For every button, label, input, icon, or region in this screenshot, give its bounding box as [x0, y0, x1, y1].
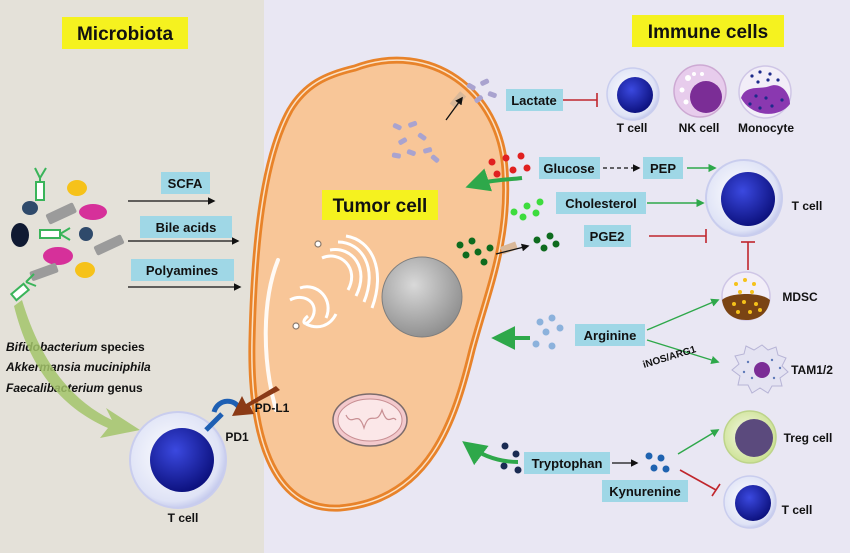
- pge2-inhibit: [649, 229, 707, 243]
- cholesterol-dots: [510, 198, 544, 221]
- kynurenine-label: Kynurenine: [609, 484, 681, 499]
- t-cell-bottom-right-label: T cell: [782, 503, 813, 517]
- scfa-label: SCFA: [168, 176, 203, 191]
- glucose-label: Glucose: [543, 161, 594, 176]
- glucose-uptake-arrow: [465, 168, 523, 192]
- arginine-label: Arginine: [584, 328, 637, 343]
- tam-label: TAM1/2: [791, 363, 833, 377]
- tam-cell: [731, 344, 789, 394]
- lactate-box: [506, 89, 563, 111]
- mdsc-cell: [721, 271, 771, 321]
- tumor-label: Tumor cell: [333, 196, 428, 217]
- lactate-label: Lactate: [511, 93, 557, 108]
- bile-acids-box: [140, 216, 232, 238]
- treg-cell: [723, 410, 777, 464]
- treg-label: Treg cell: [784, 431, 833, 445]
- bacteria-cluster: [9, 167, 125, 302]
- arginine-to-tam-arrow: [646, 339, 720, 365]
- t-cell-bottom-left: [129, 411, 227, 509]
- tryptophan-box: [524, 452, 610, 474]
- glucose-dots: [488, 152, 531, 178]
- microbiota-title-highlight: [62, 17, 188, 49]
- t-cell-top: [606, 67, 660, 121]
- lactate-dots-outside: [466, 78, 497, 103]
- tumor-label-highlight: [322, 190, 438, 220]
- kynurenine-box: [602, 480, 688, 502]
- t-cell-top-label: T cell: [617, 121, 648, 135]
- nk-cell: [673, 64, 727, 118]
- species-faecalibacterium: Faecalibacterium genus: [6, 381, 143, 395]
- coccus-yellow-icon: [67, 180, 87, 196]
- lactate-export-arrow: [445, 96, 463, 121]
- glucose-box: [539, 157, 600, 179]
- tumor-nucleus: [381, 256, 463, 338]
- t-cell-middle: [705, 159, 783, 237]
- microbiota-title: Microbiota: [77, 24, 173, 45]
- arginine-box: [575, 324, 645, 346]
- pd-l1-ligand-icon: [232, 386, 280, 416]
- pge2-export-arrow: [495, 243, 530, 255]
- coccus-pink-icon-2: [43, 247, 73, 265]
- rod-grey-icon: [45, 202, 77, 225]
- t-cell-bottom-left-label: T cell: [168, 511, 199, 525]
- coccus-blue-icon: [22, 201, 38, 215]
- pd1-label: PD1: [225, 430, 249, 444]
- scfa-box: [161, 172, 210, 194]
- pge2-dots-inside: [456, 237, 494, 266]
- golgi-apparatus: [289, 234, 379, 330]
- mdsc-inhibit: [741, 241, 755, 270]
- pep-label: PEP: [650, 161, 676, 176]
- tryptophan-uptake-arrow: [462, 441, 519, 466]
- monocyte-label: Monocyte: [738, 121, 794, 135]
- rod-grey-icon-2: [93, 234, 125, 256]
- lactate-inhibit: [563, 93, 598, 107]
- coccus-pink-icon: [79, 204, 107, 220]
- coccus-dark-icon: [11, 223, 29, 247]
- t-cell-bottom-right: [723, 475, 777, 529]
- immune-title: Immune cells: [648, 22, 768, 43]
- pd-l1-label: PD-L1: [255, 401, 290, 415]
- bacterium-tailed-icon-2: [9, 273, 37, 302]
- coccus-yellow-icon-2: [75, 262, 95, 278]
- nk-cell-label: NK cell: [679, 121, 720, 135]
- rod-grey-icon-3: [29, 263, 59, 281]
- pge2-label: PGE2: [590, 229, 625, 244]
- microbiota-to-tcell-arrow: [14, 300, 140, 438]
- bacterium-flagella-icon: [39, 227, 71, 241]
- pge2-dots-outside: [533, 232, 560, 252]
- kynurenine-inhibit: [679, 469, 721, 497]
- bile-acids-label: Bile acids: [156, 220, 217, 235]
- monocyte: [738, 65, 792, 119]
- cholesterol-box: [556, 192, 646, 214]
- cholesterol-label: Cholesterol: [565, 196, 637, 211]
- bacterium-tailed-icon: [34, 167, 47, 201]
- arginine-to-mdsc-arrow: [646, 298, 720, 331]
- mitochondrion: [332, 393, 408, 447]
- pep-box: [643, 157, 683, 179]
- polyamines-label: Polyamines: [146, 263, 218, 278]
- kynurenine-dots: [645, 452, 670, 473]
- coccus-navy-icon: [79, 227, 93, 241]
- tryptophan-label: Tryptophan: [532, 456, 603, 471]
- arginine-dots: [532, 314, 564, 350]
- immune-title-highlight: [632, 15, 784, 47]
- mdsc-label: MDSC: [782, 290, 818, 304]
- tryptophan-dots: [500, 442, 522, 474]
- lactate-dots-inside: [391, 120, 440, 163]
- species-akkermansia: Akkermansia muciniphila: [5, 360, 151, 374]
- kynurenine-to-treg-arrow: [677, 429, 720, 455]
- t-cell-middle-label: T cell: [792, 199, 823, 213]
- polyamines-box: [131, 259, 234, 281]
- pge2-box: [584, 225, 631, 247]
